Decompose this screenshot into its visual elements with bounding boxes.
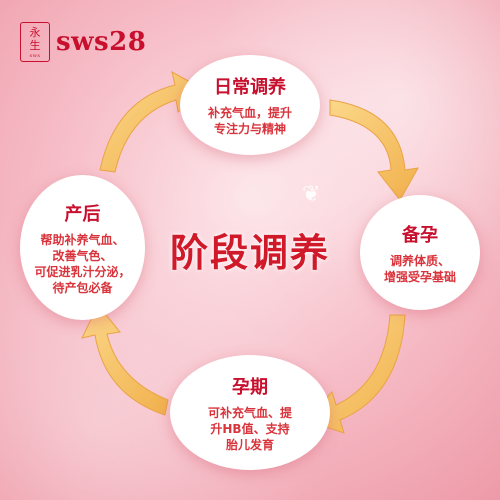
stage-pregnancy-line-3: 胎儿发育: [225, 437, 274, 452]
stage-postpartum: 产后 帮助补养气血、 改善气色、 可促进乳汁分泌， 待产包必备: [20, 175, 145, 320]
stage-postpartum-line-3: 可促进乳汁分泌，: [34, 264, 131, 279]
stage-pregnancy-line-2: 升HB值、支持: [210, 421, 290, 436]
stage-pregnancy-title: 孕期: [232, 376, 268, 398]
cycle-arrow-icon: [81, 304, 169, 416]
stage-pre-pregnancy-line-1: 调养体质、: [389, 253, 450, 268]
stage-postpartum-line-2: 改善气色、: [52, 248, 113, 263]
stage-pregnancy-desc: 可补充气血、提 升HB值、支持 胎儿发育: [208, 405, 292, 453]
stage-daily-title: 日常调养: [214, 77, 286, 98]
stage-postpartum-line-4: 待产包必备: [52, 280, 113, 295]
stage-pregnancy-line-1: 可补充气血、提: [207, 405, 292, 420]
brand-seal-small: sws: [29, 52, 41, 59]
stage-daily-line-1: 补充气血，提升: [207, 106, 292, 120]
stage-pre-pregnancy-desc: 调养体质、 增强受孕基础: [384, 253, 456, 285]
cycle-arrow-icon: [329, 99, 419, 201]
butterfly-icon: ❦: [302, 182, 321, 207]
brand-seal: 永 生 sws: [20, 22, 50, 62]
brand-seal-char-2: 生: [29, 38, 41, 52]
stage-daily-line-2: 专注力与精神: [213, 122, 286, 136]
stage-postpartum-title: 产后: [64, 203, 101, 225]
stage-postpartum-line-1: 帮助补养气血、: [40, 232, 125, 247]
stage-pre-pregnancy: 备孕 调养体质、 增强受孕基础: [360, 195, 480, 310]
stage-postpartum-desc: 帮助补养气血、 改善气色、 可促进乳汁分泌， 待产包必备: [34, 232, 130, 296]
stage-pre-pregnancy-line-2: 增强受孕基础: [383, 269, 456, 284]
stage-daily: 日常调养 补充气血，提升 专注力与精神: [180, 55, 320, 155]
center-title: 阶段调养: [169, 231, 330, 275]
brand-logo: 永 生 sws sws28: [20, 22, 146, 62]
stage-pregnancy: 孕期 可补充气血、提 升HB值、支持 胎儿发育: [170, 355, 330, 470]
brand-text: sws28: [56, 27, 147, 57]
stage-pre-pregnancy-title: 备孕: [402, 224, 438, 246]
brand-seal-char-1: 永: [29, 25, 41, 39]
stage-daily-desc: 补充气血，提升 专注力与精神: [208, 105, 292, 137]
